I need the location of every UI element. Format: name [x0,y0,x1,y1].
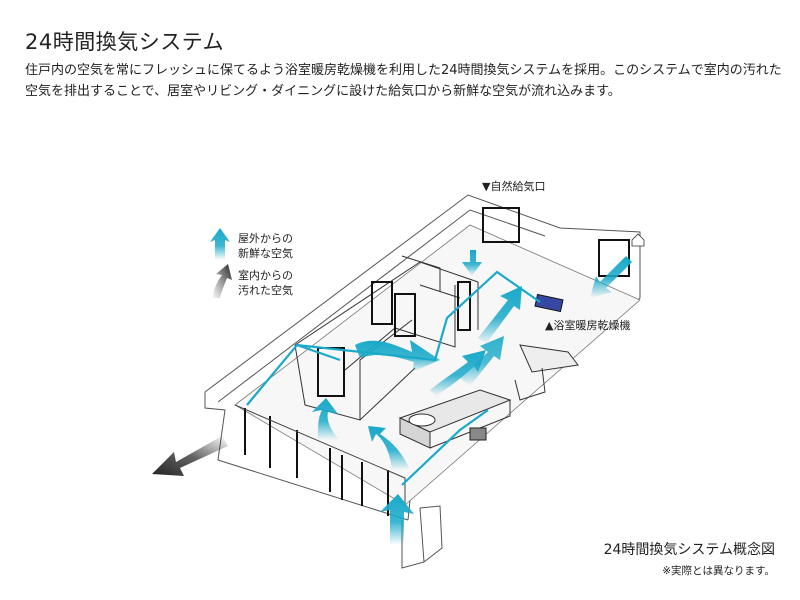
fresh-arrow-bath [478,286,522,344]
fresh-arrow-kitchen [430,350,486,396]
legend-fresh-arrow-icon [210,228,230,260]
legend-fresh-label: 屋外からの 新鮮な空気 [238,231,293,261]
page-title: 24時間換気システム [25,30,225,54]
bath-dryer-label: ▲浴室暖房乾燥機 [545,319,631,332]
caption-main: 24時間換気システム概念図 [603,542,775,558]
legend-dirty-label-line1: 室内からの [238,269,293,282]
balcony-wall [234,404,406,505]
kitchen-counter [398,389,512,449]
fresh-air-arrows [312,250,632,545]
fresh-arrow-living [312,398,340,440]
fresh-arrow-window [462,250,482,276]
fresh-arrow-entrance [380,494,414,545]
diagram-caption: 24時間換気システム概念図 ※実際とは異なります。 [604,539,775,578]
legend-dirty-arrow-icon [212,264,232,298]
legend-dirty-label-line2: 汚れた空気 [238,284,293,297]
inlet-house-icon [631,233,645,247]
dirty-air-exhaust-arrow [152,436,228,476]
legend-fresh-label-line2: 新鮮な空気 [238,247,293,260]
legend-fresh-label-line1: 屋外からの [238,232,293,245]
fresh-arrow-hall [460,336,504,386]
fresh-arrow-natural-inlet [590,256,632,298]
fresh-arrow-ldk [368,426,410,470]
caption-note: ※実際とは異なります。 [662,565,775,577]
natural-inlet-label: ▼自然給気口 [482,180,546,193]
exhaust-duct [246,270,541,486]
bathtub [514,344,579,401]
description-text: 住戸内の空気を常にフレッシュに保てるよう浴室暖房乾燥機を利用した24時間換気シス… [25,63,782,99]
legend-dirty-label: 室内からの 汚れた空気 [238,268,293,298]
fresh-arrow-room [355,340,440,372]
